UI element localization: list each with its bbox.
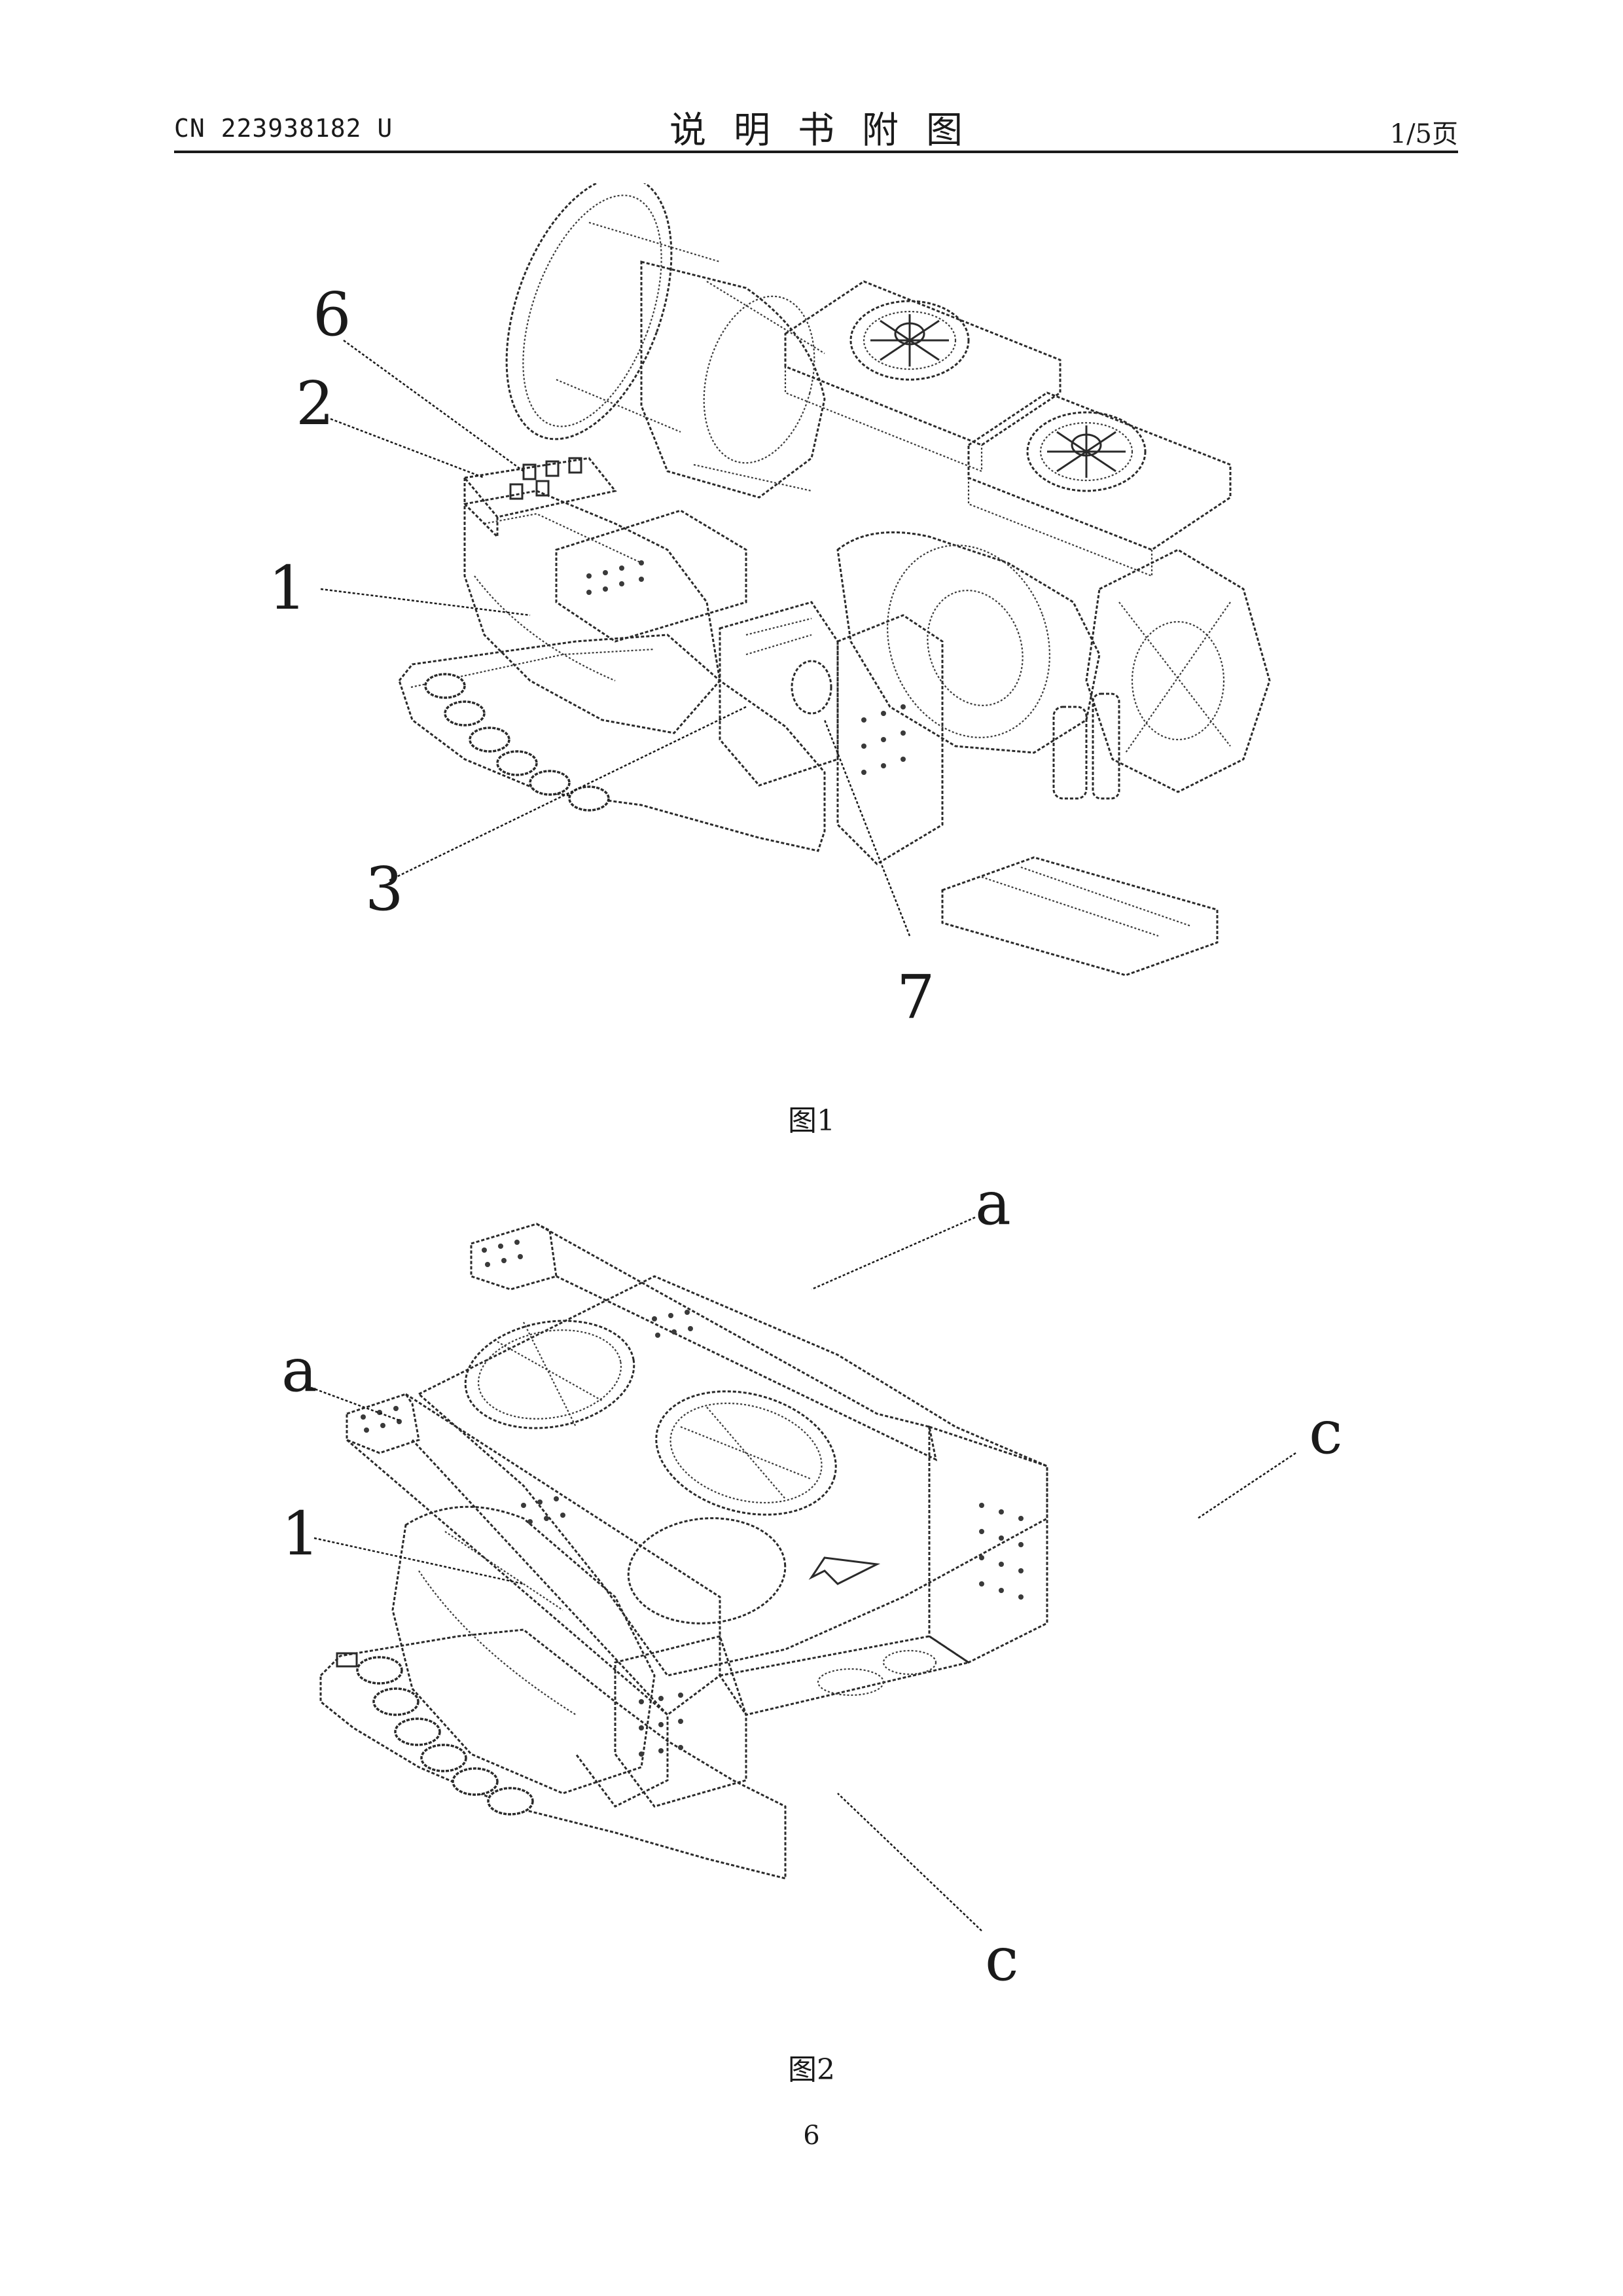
base-mount-holes xyxy=(337,1653,533,1814)
ref-label-c-bottom: c xyxy=(985,1924,1019,1994)
ref-label-3: 3 xyxy=(365,854,404,924)
ref-label-a-top: a xyxy=(975,1178,1011,1238)
ref-label-6: 6 xyxy=(313,279,351,350)
ref-label-a-left: a xyxy=(281,1335,317,1405)
ref-label-7: 7 xyxy=(897,962,935,1032)
figure-1-drawing: 6 2 1 3 7 xyxy=(249,183,1374,1067)
hydraulic-cylinders xyxy=(1054,694,1119,798)
figure-1-caption: 图1 xyxy=(0,1097,1623,1139)
figure-2-leaders xyxy=(311,1217,1296,1931)
ref-label-2: 2 xyxy=(296,368,334,439)
page-count: 1/5页 xyxy=(1390,113,1458,151)
figure-2-drawing: a a c 1 c xyxy=(249,1178,1374,2029)
header-rule xyxy=(174,151,1458,153)
page-title: 说明书附图 xyxy=(174,101,1458,154)
figure-2: a a c 1 c xyxy=(249,1178,1374,2029)
base-mount-holes xyxy=(425,674,609,810)
beam-bolt-pattern xyxy=(586,560,644,595)
ref-label-1: 1 xyxy=(281,1499,320,1569)
figure-2-caption: 图2 xyxy=(0,2046,1623,2088)
page-number: 6 xyxy=(0,2121,1623,2151)
page-header: CN 223938182 U 说明书附图 1/5页 xyxy=(174,98,1458,153)
figure-1: 6 2 1 3 7 xyxy=(249,183,1374,1067)
rear-wall-bolts xyxy=(861,704,906,775)
support-bolts xyxy=(510,458,581,499)
cooling-fan-1 xyxy=(851,301,969,380)
ref-label-1: 1 xyxy=(268,553,307,623)
ref-label-c-right: c xyxy=(1309,1397,1343,1467)
